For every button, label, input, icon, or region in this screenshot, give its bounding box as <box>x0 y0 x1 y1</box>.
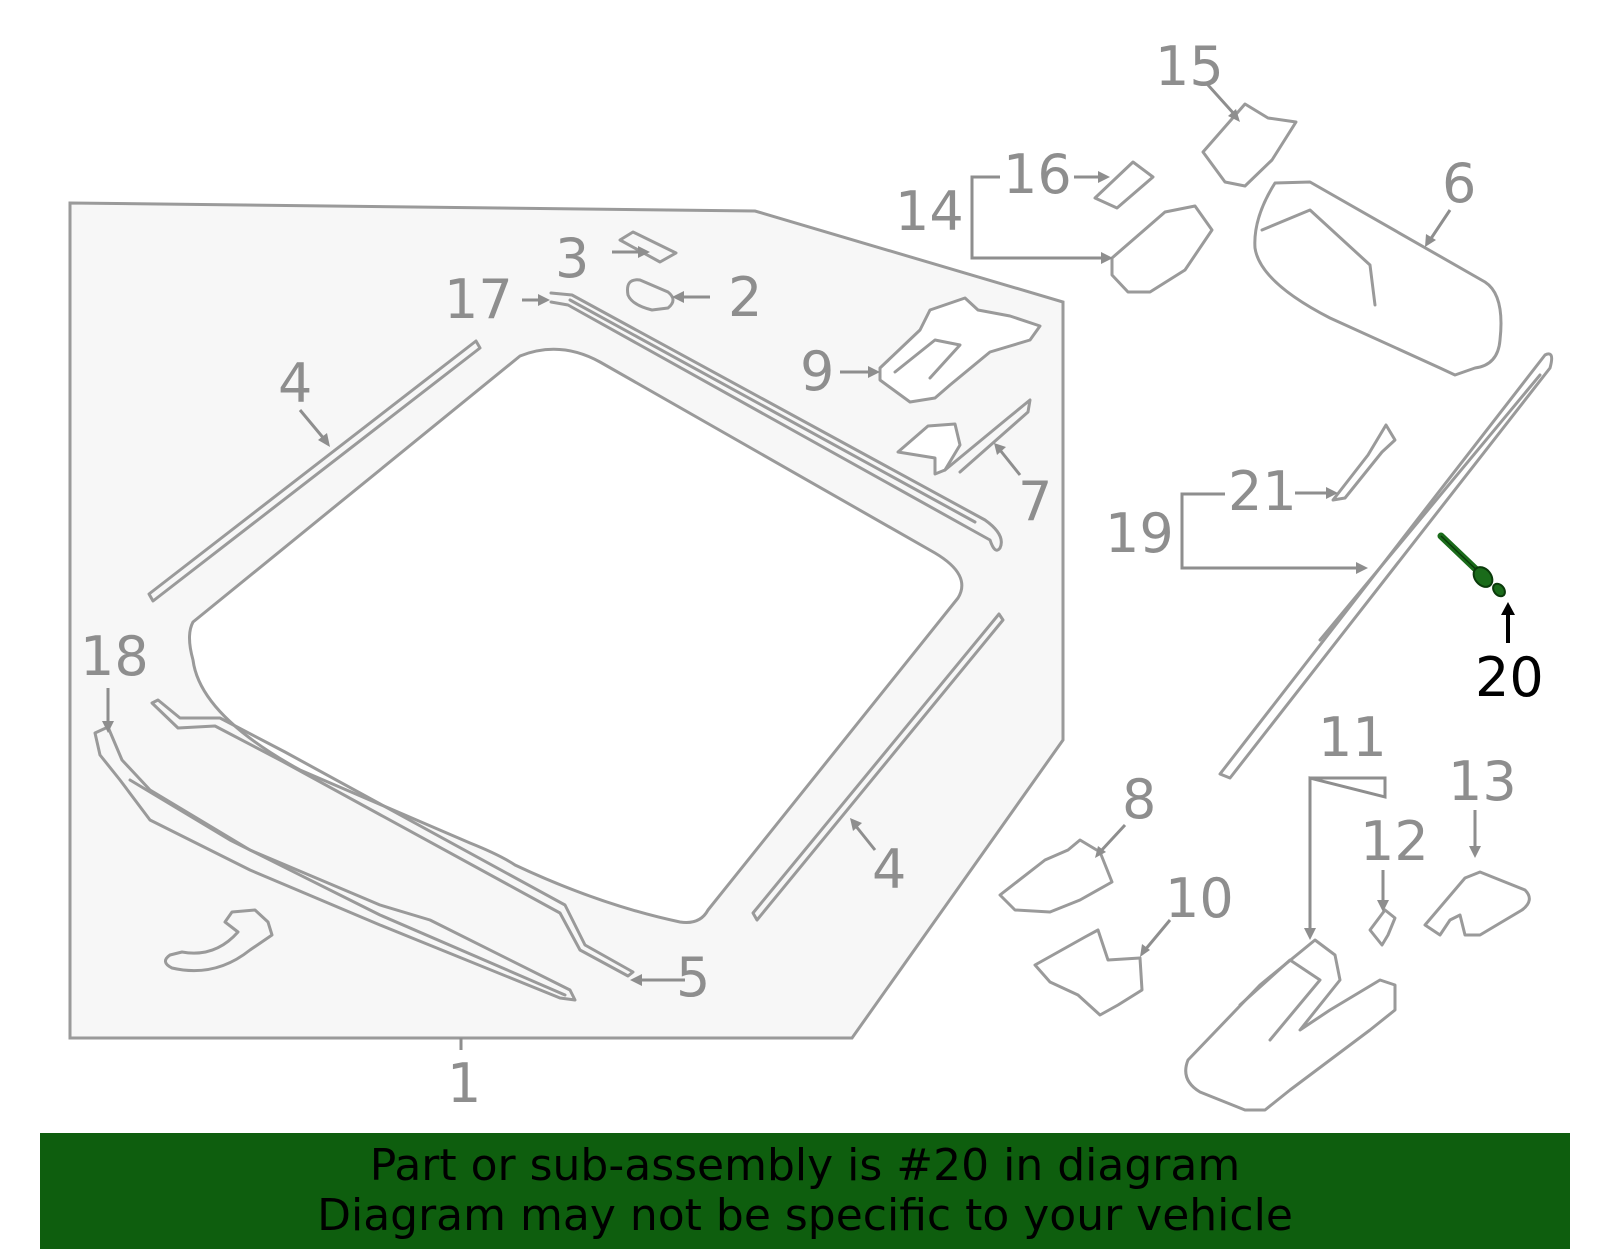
callout-5: 5 <box>676 946 710 1009</box>
callout-10: 10 <box>1165 867 1234 930</box>
lower-seal <box>150 698 635 978</box>
bracket-part-8 <box>998 838 1114 914</box>
callout-16: 16 <box>1003 143 1072 206</box>
side-molding-left <box>147 339 482 603</box>
info-banner: Part or sub-assembly is #20 in diagram D… <box>40 1133 1570 1249</box>
screw-part-20 <box>1437 532 1506 598</box>
side-molding-right <box>751 612 1005 922</box>
callout-21: 21 <box>1228 460 1297 523</box>
rearview-mirror-part-6 <box>1253 180 1503 377</box>
cowl-trim <box>93 725 577 1002</box>
callout-11: 11 <box>1318 706 1387 769</box>
sensor-wire-bracket <box>164 908 274 973</box>
overhead-console-part-11 <box>1184 938 1397 1112</box>
callout-2: 2 <box>728 266 762 329</box>
callout-4-lower: 4 <box>872 838 906 901</box>
pad-part-16 <box>1093 160 1155 210</box>
bracket-part-13 <box>1423 870 1531 937</box>
callout-14: 14 <box>895 180 964 243</box>
windshield-glass <box>188 347 964 924</box>
mirror-mount-detail <box>1260 208 1377 307</box>
callout-9: 9 <box>800 340 834 403</box>
clip-part-12 <box>1368 908 1397 947</box>
callout-12: 12 <box>1360 810 1429 873</box>
callout-15: 15 <box>1155 35 1224 98</box>
callout-20: 20 <box>1475 646 1544 709</box>
banner-line-2: Diagram may not be specific to your vehi… <box>317 1190 1293 1241</box>
callout-19: 19 <box>1105 502 1174 565</box>
callout-13: 13 <box>1448 750 1517 813</box>
top-molding-inner <box>568 298 977 524</box>
console-detail <box>1238 958 1322 1042</box>
callout-18: 18 <box>80 625 149 688</box>
cowl-trim-inner <box>128 778 567 997</box>
bracket-part-9 <box>878 296 1042 404</box>
harness-part-7-wire <box>943 398 1032 474</box>
banner-line-1: Part or sub-assembly is #20 in diagram <box>369 1140 1241 1191</box>
callout-3: 3 <box>555 227 589 290</box>
sensor-part-14 <box>1110 204 1214 294</box>
callout-7: 7 <box>1018 470 1052 533</box>
callout-4-upper: 4 <box>278 352 312 415</box>
trim-piece-part-21 <box>1331 423 1397 502</box>
top-molding <box>549 291 1003 552</box>
callout-6: 6 <box>1442 152 1476 215</box>
pillar-trim-inner <box>1318 373 1542 642</box>
bracket-part-9-detail <box>893 338 962 380</box>
harness-part-7 <box>896 422 962 476</box>
bracket-part-10 <box>1033 928 1144 1017</box>
cover-part-15 <box>1201 102 1298 188</box>
clip-part-2 <box>626 278 675 312</box>
callout-17: 17 <box>444 268 513 331</box>
callout-8: 8 <box>1122 768 1156 831</box>
leader-lines <box>102 83 1515 1050</box>
clip-part-3 <box>618 230 678 264</box>
callout-1: 1 <box>447 1052 481 1115</box>
